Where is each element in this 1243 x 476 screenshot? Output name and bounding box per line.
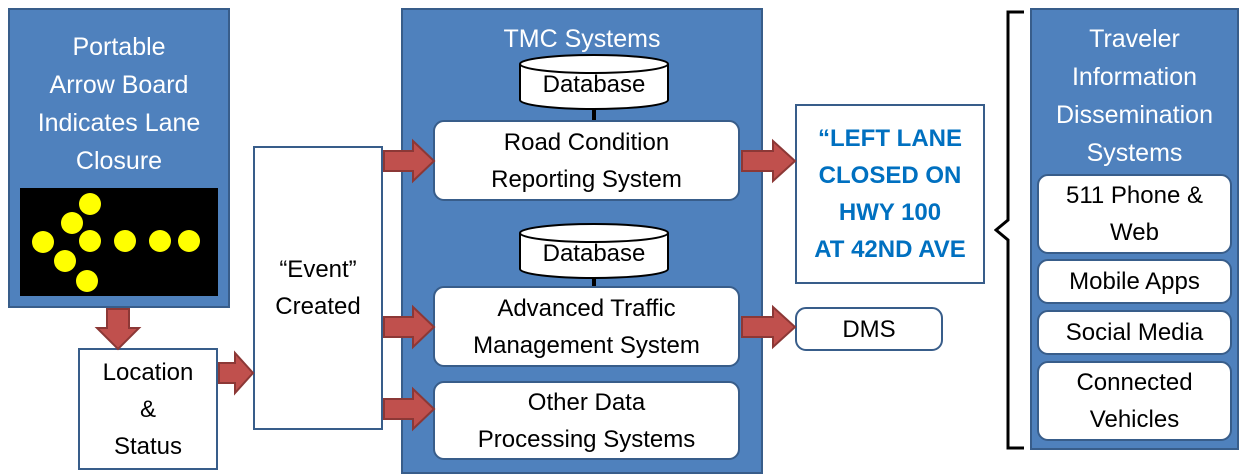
- flow-arrow-right: [383, 386, 436, 432]
- database-top-label: Database: [542, 71, 646, 98]
- message-text: “LEFT LANE CLOSED ON HWY 100 AT 42ND AVE: [814, 125, 966, 263]
- lamp: [54, 250, 76, 272]
- atms-box: Advanced Traffic Management System: [433, 286, 740, 367]
- arrow-board-display: [20, 188, 218, 296]
- traveler-item-label: 511 Phone & Web: [1065, 182, 1203, 246]
- event-created-box: “Event” Created: [253, 146, 383, 430]
- lamp: [79, 193, 101, 215]
- arrow-board-lamps: [32, 193, 200, 292]
- traveler-item-social-media: Social Media: [1037, 310, 1232, 355]
- lamp: [178, 230, 200, 252]
- dms-box: DMS: [795, 307, 943, 351]
- other-processing-label: Other Data Processing Systems: [477, 388, 696, 453]
- road-condition-box: Road Condition Reporting System: [433, 120, 740, 201]
- bracket-icon: [994, 10, 1024, 450]
- lamp: [114, 230, 136, 252]
- location-status-box: Location & Status: [78, 348, 218, 470]
- flow-arrow-right: [383, 304, 436, 350]
- flow-arrow-right: [383, 138, 436, 184]
- flow-arrow-down: [94, 308, 142, 351]
- lamp: [32, 231, 54, 253]
- lamp: [61, 212, 83, 234]
- dms-label: DMS: [842, 315, 896, 343]
- db-connector-mid: [592, 277, 596, 287]
- tmc-systems-title: TMC Systems: [503, 25, 661, 53]
- database-mid-label: Database: [542, 240, 646, 267]
- arrow-board-panel: Portable Arrow Board Indicates Lane Clos…: [8, 8, 230, 308]
- lamp: [149, 230, 171, 252]
- traveler-item-label: Connected Vehicles: [1076, 369, 1193, 433]
- database-mid-icon: [519, 223, 669, 279]
- db-connector-top: [592, 108, 596, 121]
- traveler-item-511: 511 Phone & Web: [1037, 174, 1232, 254]
- other-processing-box: Other Data Processing Systems: [433, 381, 740, 460]
- traveler-item-label: Mobile Apps: [1069, 268, 1200, 295]
- road-condition-label: Road Condition Reporting System: [491, 128, 682, 193]
- flow-arrow-right: [741, 304, 797, 350]
- traveler-item-connected-vehicles: Connected Vehicles: [1037, 361, 1232, 441]
- event-created-label: “Event” Created: [275, 256, 361, 320]
- atms-label: Advanced Traffic Management System: [473, 294, 700, 359]
- traveler-info-title: Traveler Information Dissemination Syste…: [1055, 25, 1213, 167]
- flow-arrow-right: [218, 350, 255, 396]
- message-box: “LEFT LANE CLOSED ON HWY 100 AT 42ND AVE: [795, 104, 985, 284]
- lamp: [79, 230, 101, 252]
- lamp: [76, 270, 98, 292]
- traveler-item-mobile-apps: Mobile Apps: [1037, 259, 1232, 304]
- traveler-item-label: Social Media: [1065, 319, 1204, 346]
- location-status-label: Location & Status: [102, 358, 194, 460]
- flow-arrow-right: [741, 138, 797, 184]
- arrow-board-title: Portable Arrow Board Indicates Lane Clos…: [37, 33, 201, 175]
